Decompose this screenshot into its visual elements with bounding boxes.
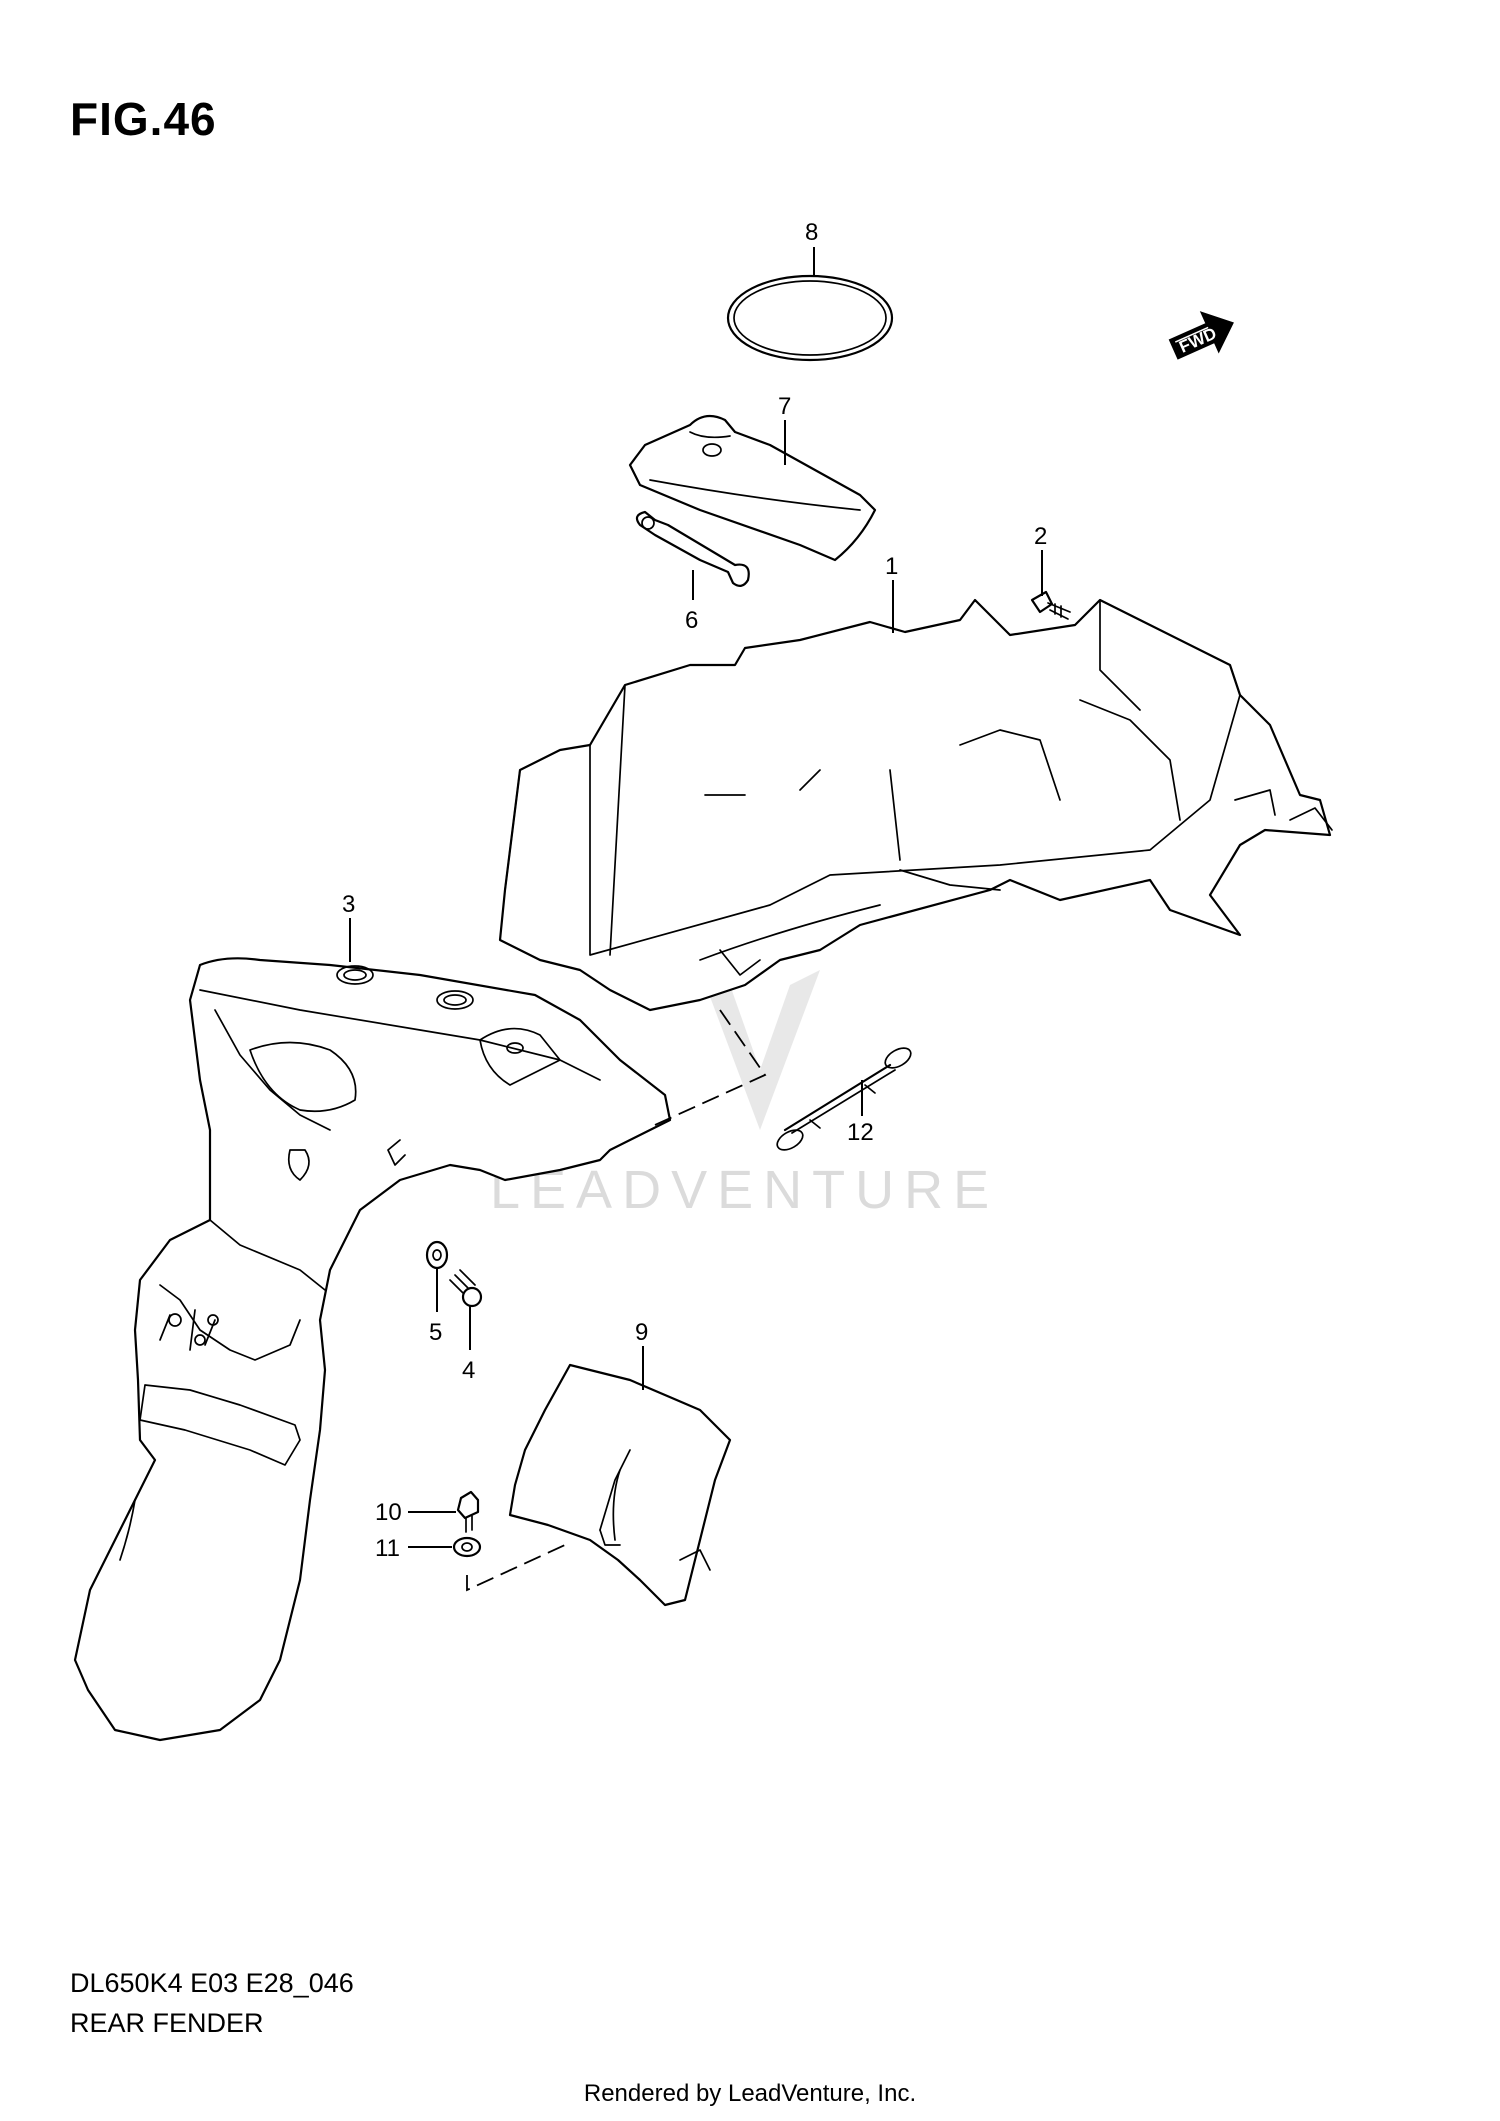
callout-5[interactable]: 5 — [429, 1319, 442, 1346]
part-2-bolt[interactable] — [1030, 590, 1071, 620]
part-1-rear-fender-inner[interactable] — [498, 598, 1333, 1012]
callout-4[interactable]: 4 — [462, 1357, 475, 1384]
model-code: DL650K4 E03 E28_046 — [70, 1968, 354, 1998]
callout-9[interactable]: 9 — [635, 1319, 648, 1346]
section-name: REAR FENDER — [70, 2008, 264, 2038]
callout-7[interactable]: 7 — [778, 393, 791, 420]
footer-credit: Rendered by LeadVenture, Inc. — [583, 2080, 917, 2107]
callout-8[interactable]: 8 — [805, 219, 818, 246]
callout-11[interactable]: 11 — [375, 1535, 400, 1562]
callout-2[interactable]: 2 — [1034, 523, 1047, 550]
part-5-washer[interactable] — [425, 1240, 449, 1270]
callout-10[interactable]: 10 — [375, 1499, 402, 1526]
part-8-band[interactable] — [726, 274, 894, 362]
svg-text:LEADVENTURE: LEADVENTURE — [490, 1160, 999, 1220]
callout-labels: 8 7 6 1 2 3 5 4 9 10 11 12 — [342, 219, 1047, 1562]
callout-3[interactable]: 3 — [342, 891, 355, 918]
assembly-line-fender — [654, 1009, 767, 1126]
figure-title: FIG.46 — [70, 93, 217, 145]
part-12-cable[interactable] — [774, 1044, 914, 1154]
part-10-bolt[interactable] — [456, 1490, 480, 1533]
part-7-tool-bag[interactable] — [628, 414, 877, 562]
fwd-arrow-icon: FWD — [1168, 311, 1234, 360]
callout-1[interactable]: 1 — [885, 553, 898, 580]
assembly-line-flap — [466, 1544, 566, 1592]
leadventure-watermark: LEADVENTURE — [490, 970, 999, 1220]
part-6-wrench[interactable] — [635, 510, 750, 587]
callout-6[interactable]: 6 — [685, 607, 698, 634]
leader-lines — [349, 247, 1043, 1548]
part-9-mud-flap[interactable] — [508, 1363, 732, 1607]
callout-12[interactable]: 12 — [847, 1119, 874, 1146]
part-11-washer[interactable] — [452, 1536, 482, 1558]
part-4-screw[interactable] — [449, 1269, 483, 1308]
part-3-rear-fender[interactable] — [73, 957, 672, 1742]
